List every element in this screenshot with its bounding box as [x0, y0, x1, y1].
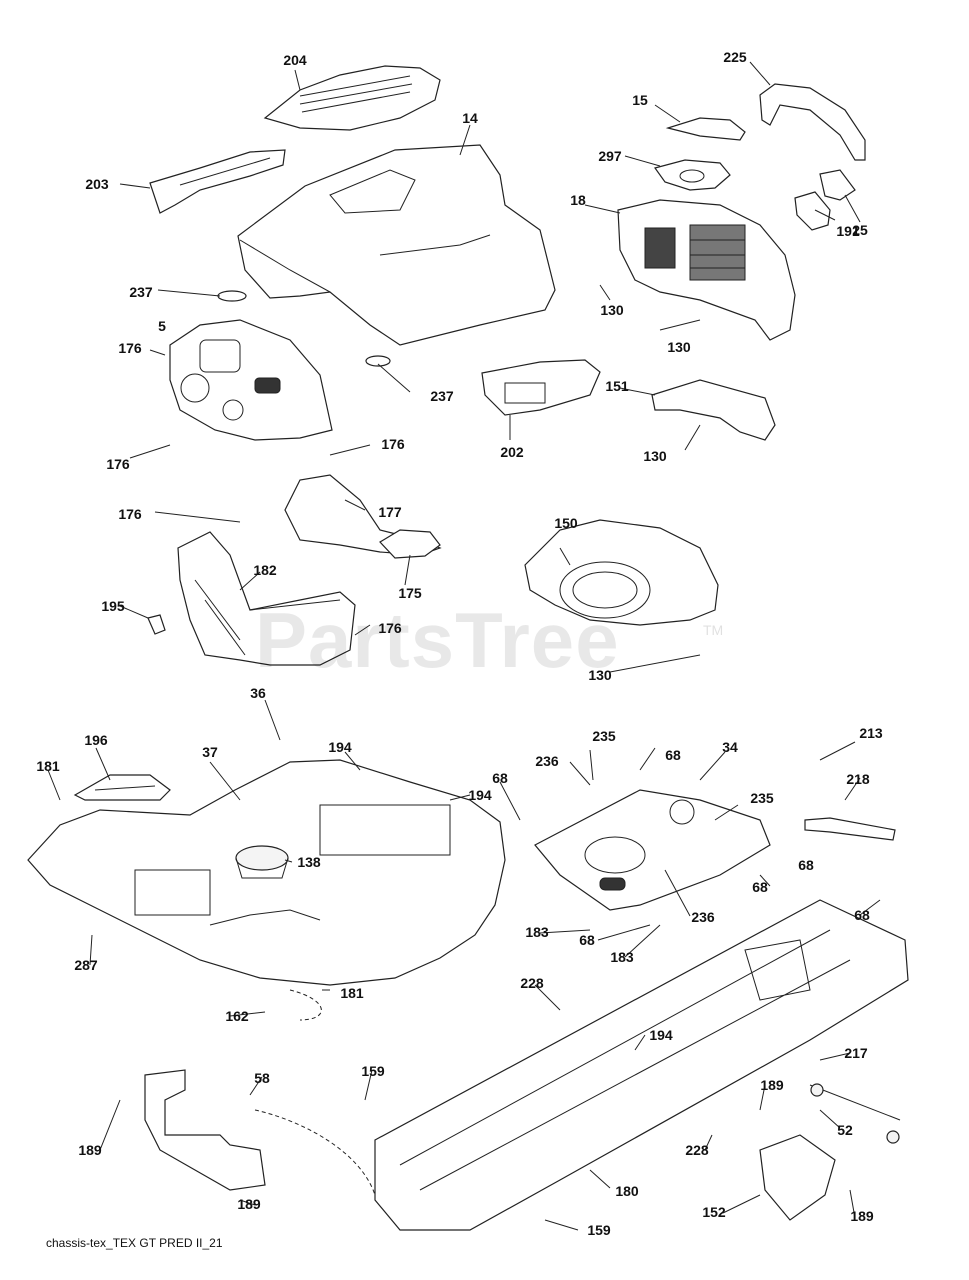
- part-175-bracket: [379, 529, 441, 559]
- part-297-lens: [654, 159, 731, 191]
- callout-37: 37: [202, 744, 218, 760]
- callout-34: 34: [722, 739, 738, 755]
- part-202-trim: [481, 359, 601, 416]
- callout-18: 18: [570, 192, 586, 208]
- diagram-footer-label: chassis-tex_TEX GT PRED II_21: [46, 1236, 223, 1250]
- callout-152: 152: [702, 1204, 726, 1220]
- callout-52: 52: [837, 1122, 853, 1138]
- callout-183: 183: [610, 949, 634, 965]
- part-25-clip: [819, 169, 856, 201]
- part-5-dash-panel: [169, 319, 333, 441]
- part-217-rod: [809, 1084, 901, 1121]
- part-196-footrest: [73, 774, 171, 801]
- callout-191-final: 191: [836, 223, 860, 239]
- callout-25: 25: [852, 222, 868, 238]
- callout-236: 236: [535, 753, 559, 769]
- callout-14: 14: [462, 110, 478, 126]
- callout-58: 58: [254, 1070, 270, 1086]
- callout-176: 176: [378, 620, 402, 636]
- part-237-cap-a: [217, 290, 247, 302]
- callout-181: 181: [340, 985, 364, 1001]
- part-34-plate: [534, 789, 771, 911]
- callout-130: 130: [643, 448, 667, 464]
- part-152-bracket: [759, 1134, 836, 1221]
- part-237-cap-b: [365, 355, 391, 367]
- callout-175: 175: [398, 585, 422, 601]
- callout-15: 15: [632, 92, 648, 108]
- callout-68: 68: [665, 747, 681, 763]
- callout-5: 5: [158, 318, 166, 334]
- part-218-bracket: [804, 817, 896, 841]
- part-204-hood-top: [263, 65, 441, 131]
- callout-213: 213: [859, 725, 883, 741]
- callout-176: 176: [106, 456, 130, 472]
- callout-235: 235: [592, 728, 616, 744]
- callout-180: 180: [615, 1183, 639, 1199]
- part-37-body: [27, 759, 506, 986]
- part-191-latch: [794, 191, 831, 231]
- callout-159: 159: [361, 1063, 385, 1079]
- callout-235: 235: [750, 790, 774, 806]
- callout-202: 202: [500, 444, 524, 460]
- callout-189: 189: [850, 1208, 874, 1224]
- callout-68: 68: [854, 907, 870, 923]
- callout-195: 195: [101, 598, 125, 614]
- part-15-headlight: [665, 117, 746, 141]
- callout-138: 138: [297, 854, 321, 870]
- callout-194: 194: [468, 787, 492, 803]
- callout-203: 203: [85, 176, 109, 192]
- callout-130: 130: [600, 302, 624, 318]
- callout-225: 225: [723, 49, 747, 65]
- part-203-grille-bracket: [149, 149, 286, 214]
- callout-181: 181: [36, 758, 60, 774]
- callout-228: 228: [520, 975, 544, 991]
- callout-68: 68: [579, 932, 595, 948]
- callout-162: 162: [225, 1008, 249, 1024]
- callout-287: 287: [74, 957, 98, 973]
- callout-236: 236: [691, 909, 715, 925]
- callout-228: 228: [685, 1142, 709, 1158]
- part-58-bracket: [144, 1069, 266, 1191]
- callout-218: 218: [846, 771, 870, 787]
- callout-36: 36: [250, 685, 266, 701]
- callout-189: 189: [78, 1142, 102, 1158]
- callout-194: 194: [649, 1027, 673, 1043]
- part-225-headlight-bracket: [759, 83, 866, 161]
- callout-130: 130: [667, 339, 691, 355]
- part-138-cup: [235, 845, 289, 871]
- callout-151: 151: [605, 378, 629, 394]
- callout-204: 204: [283, 52, 307, 68]
- part-182-side-panel: [177, 531, 356, 666]
- part-195-clip: [147, 614, 166, 635]
- callout-237: 237: [430, 388, 454, 404]
- callout-189: 189: [237, 1196, 261, 1212]
- callout-150: 150: [554, 515, 578, 531]
- part-180-frame: [374, 899, 909, 1231]
- callout-177: 177: [378, 504, 402, 520]
- callout-183: 183: [525, 924, 549, 940]
- callout-196: 196: [84, 732, 108, 748]
- callout-297: 297: [598, 148, 622, 164]
- callout-176: 176: [118, 506, 142, 522]
- callout-194: 194: [328, 739, 352, 755]
- watermark-tm: TM: [703, 622, 724, 638]
- callout-237: 237: [129, 284, 153, 300]
- part-151-bracket: [651, 379, 776, 441]
- callout-68: 68: [752, 879, 768, 895]
- callout-130: 130: [588, 667, 612, 683]
- callout-189: 189: [760, 1077, 784, 1093]
- callout-176: 176: [381, 436, 405, 452]
- callout-182: 182: [253, 562, 277, 578]
- part-14-hood: [237, 144, 556, 346]
- callout-68: 68: [798, 857, 814, 873]
- callout-217: 217: [844, 1045, 868, 1061]
- callout-68: 68: [492, 770, 508, 786]
- callout-159: 159: [587, 1222, 611, 1238]
- part-150-fender-base: [524, 519, 719, 626]
- callout-176: 176: [118, 340, 142, 356]
